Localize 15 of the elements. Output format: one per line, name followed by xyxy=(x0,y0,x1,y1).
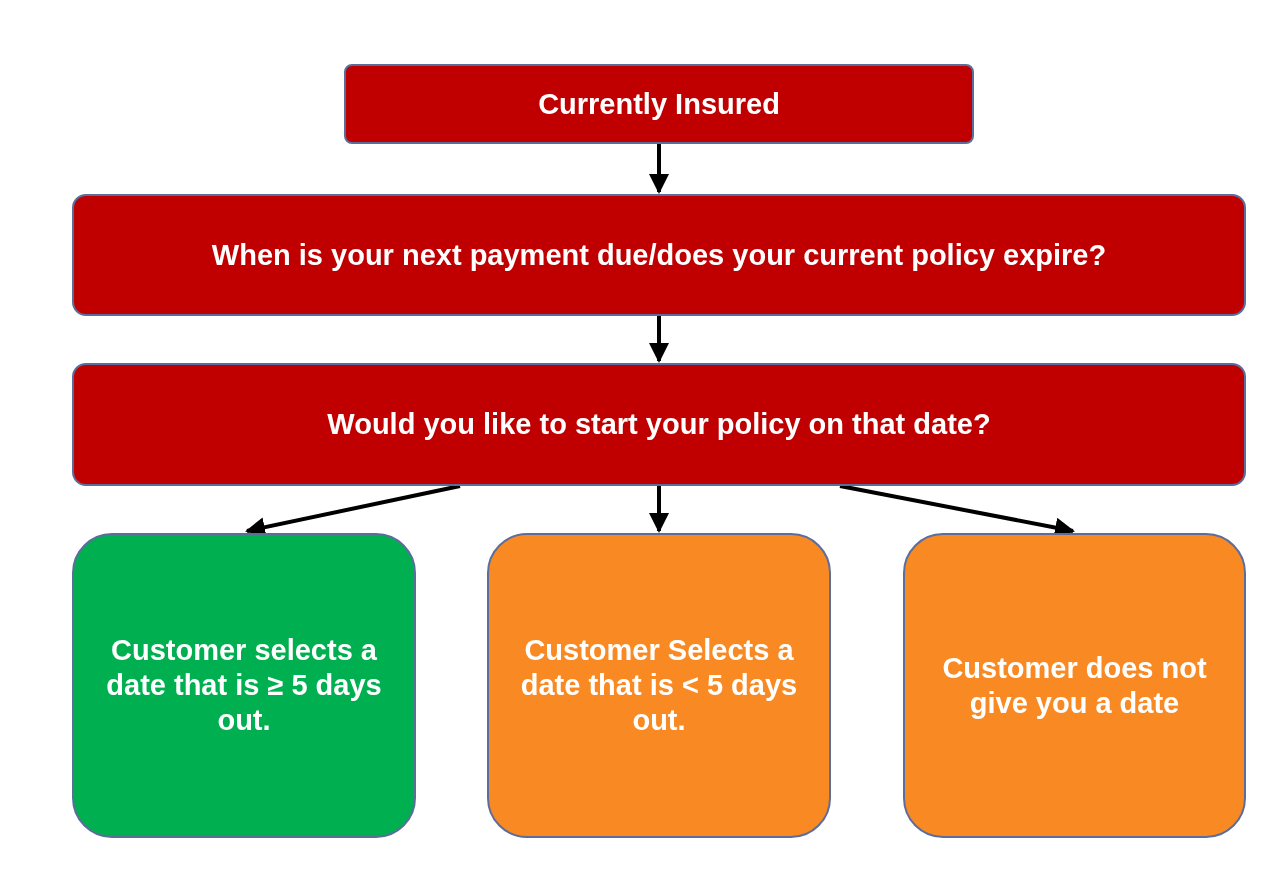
box-text: Customer Selects a date that is < 5 days out. xyxy=(519,633,799,738)
box-text: When is your next payment due/does your current policy expire? xyxy=(211,237,1107,273)
arrow xyxy=(649,144,669,194)
box-text: Customer selects a date that is ≥ 5 days out. xyxy=(105,633,383,738)
outcome-box xyxy=(487,533,831,838)
box-text: Currently Insured xyxy=(538,86,780,122)
process-box xyxy=(72,194,1246,316)
box-text: Customer does not give you a date xyxy=(941,650,1208,721)
outcome-box xyxy=(72,533,416,838)
box-text: Would you like to start your policy on that date? xyxy=(327,407,991,442)
arrow xyxy=(649,316,669,363)
outcome-box xyxy=(903,533,1246,838)
arrow xyxy=(649,486,669,533)
process-box xyxy=(344,64,974,144)
process-box xyxy=(72,363,1246,486)
